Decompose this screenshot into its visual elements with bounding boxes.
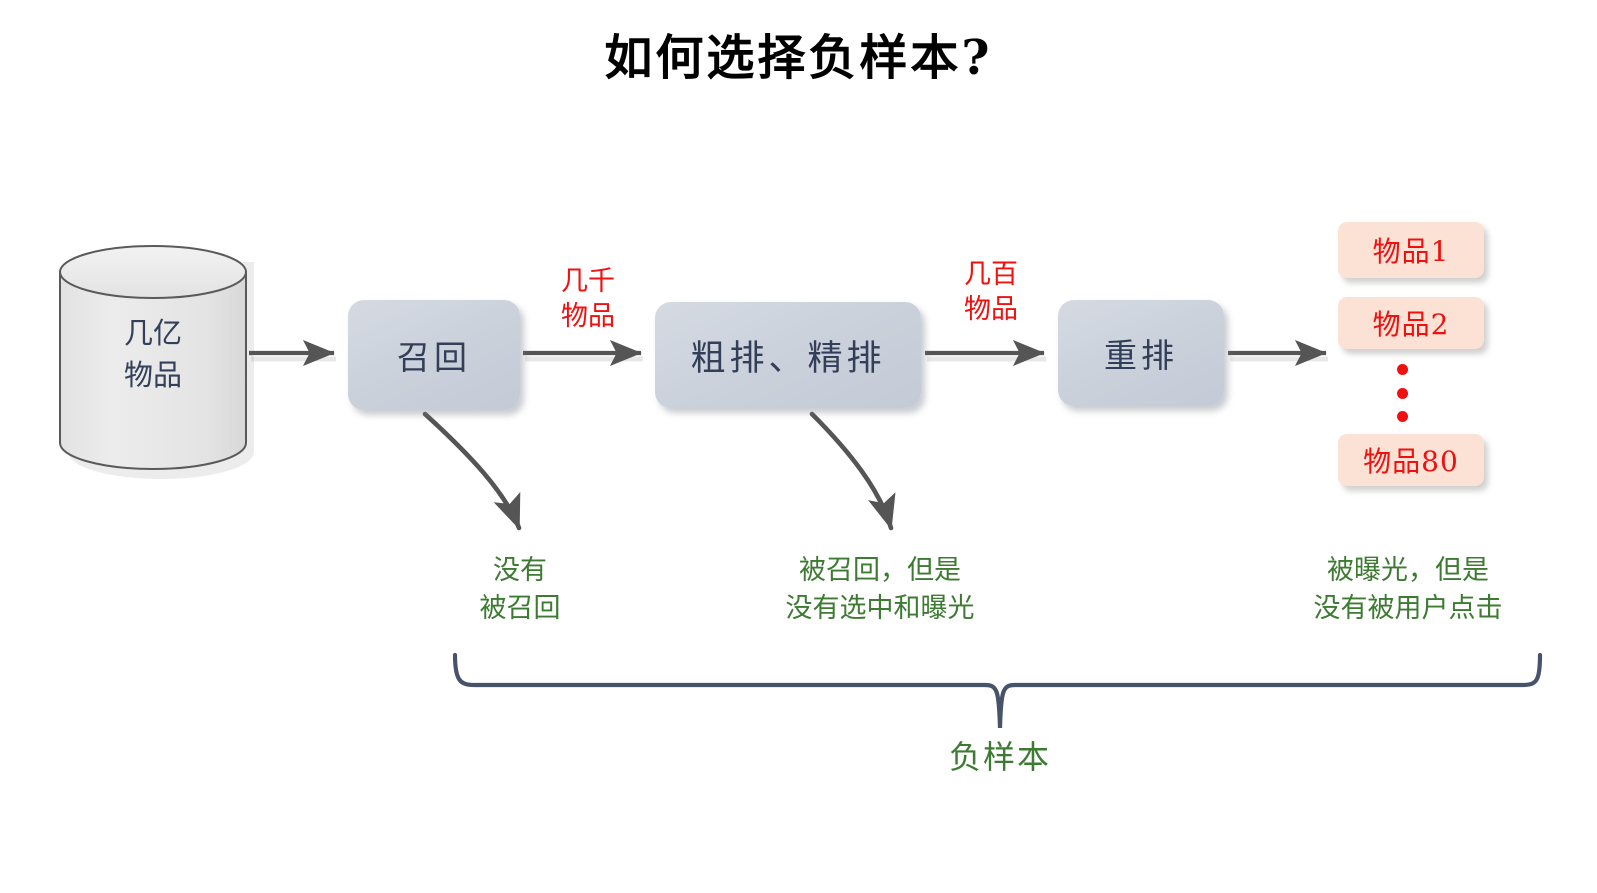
items-database-cylinder-shape <box>59 245 247 470</box>
result-items-ellipsis-dots <box>1392 364 1412 422</box>
count-hundreds-line2: 物品 <box>964 293 1018 325</box>
arrow-recall-dropout <box>422 411 522 531</box>
count-thousands-line2: 物品 <box>561 300 615 332</box>
result-item-2-label: 物品2 <box>1372 308 1450 341</box>
stage-box-rerank[interactable]: 重排 <box>1058 300 1224 406</box>
count-hundreds-line1: 几百 <box>964 259 1018 290</box>
page-title: 如何选择负样本? <box>604 30 993 86</box>
annotation-not-clicked-line1: 被曝光，但是 <box>1327 555 1489 586</box>
stage-label-rank: 粗排、精排 <box>690 338 886 379</box>
items-database-label-line2: 物品 <box>123 358 182 393</box>
result-item-1[interactable]: 物品1 <box>1338 222 1484 278</box>
annotation-not-recalled-line2: 被召回 <box>479 593 561 625</box>
result-item-1-label: 物品1 <box>1372 235 1450 268</box>
annotation-not-selected-line1: 被召回，但是 <box>799 555 961 586</box>
stage-label-recall: 召回 <box>397 338 471 377</box>
count-thousands-line1: 几千 <box>561 266 615 297</box>
ellipsis-dot-2 <box>1396 387 1408 399</box>
annotation-not-selected-line2: 没有选中和曝光 <box>785 593 975 625</box>
ellipsis-dot-3 <box>1396 411 1408 422</box>
annotation-not-recalled-line1: 没有 <box>493 555 547 586</box>
ellipsis-dot-1 <box>1396 364 1408 375</box>
annotation-not-clicked: 被曝光，但是 没有被用户点击 <box>1258 552 1558 629</box>
negative-samples-label: 负样本 <box>948 738 1051 776</box>
dropout-arrows <box>422 411 896 531</box>
negative-samples-brace <box>452 652 1543 729</box>
items-database: 几亿 物品 <box>60 250 246 466</box>
count-label-thousands: 几千 物品 <box>536 265 640 334</box>
items-database-label: 几亿 物品 <box>60 312 246 396</box>
result-item-80-label: 物品80 <box>1363 445 1459 478</box>
items-database-label-line1: 几亿 <box>123 316 182 350</box>
count-label-hundreds: 几百 物品 <box>938 258 1044 327</box>
result-item-2[interactable]: 物品2 <box>1338 297 1484 349</box>
result-item-80[interactable]: 物品80 <box>1338 434 1484 486</box>
stage-label-rerank: 重排 <box>1104 336 1178 375</box>
arrow-rank-dropout <box>809 411 896 531</box>
annotation-not-clicked-line2: 没有被用户点击 <box>1313 593 1503 625</box>
annotation-not-recalled: 没有 被召回 <box>408 552 632 629</box>
stage-box-rank[interactable]: 粗排、精排 <box>655 302 921 408</box>
annotation-not-selected: 被召回，但是 没有选中和曝光 <box>730 552 1030 629</box>
stage-box-recall[interactable]: 召回 <box>348 300 520 410</box>
